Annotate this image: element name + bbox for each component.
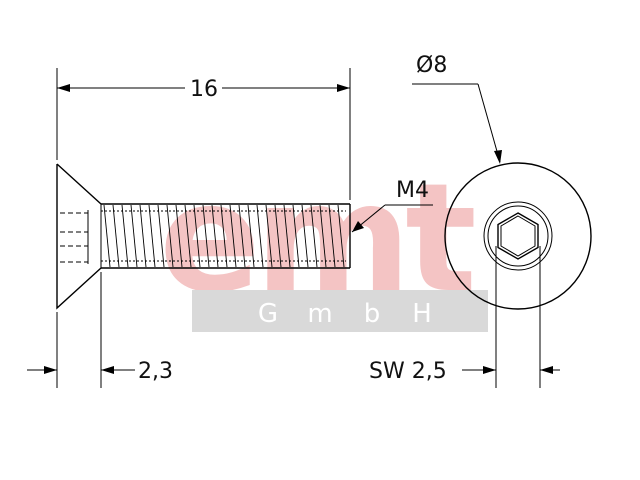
thread-callout: M4 (351, 178, 433, 233)
thread-line (202, 204, 210, 268)
watermark-letter-g: G (258, 299, 278, 329)
thread-line (319, 204, 327, 268)
thread-line (238, 204, 246, 268)
thread-line (184, 204, 192, 268)
thread-line (139, 204, 147, 268)
thread-line (328, 204, 336, 268)
thread-line (310, 204, 318, 268)
length-label: 16 (190, 77, 218, 102)
screw-head (56, 163, 102, 310)
head-end-view (444, 162, 592, 310)
thread-line (148, 204, 156, 268)
dimension-length: 16 (56, 68, 351, 200)
dimension-head-height: 2,3 (27, 272, 173, 388)
watermark-letter-h: H (412, 299, 432, 329)
watermark-band (192, 290, 488, 332)
thread-line (274, 204, 282, 268)
watermark-logo: emt G m b H (159, 152, 488, 332)
screw-shank (101, 203, 351, 269)
thread-line (103, 204, 111, 268)
thread-line (175, 204, 183, 268)
thread-line (337, 204, 345, 268)
thread-line (157, 204, 165, 268)
thread-line (121, 204, 129, 268)
thread-line (193, 204, 201, 268)
thread-line (166, 204, 174, 268)
thread-line (301, 204, 309, 268)
thread-line (292, 204, 300, 268)
dimension-socket: SW 2,5 (369, 246, 560, 388)
thread-line (229, 204, 237, 268)
thread-line (265, 204, 273, 268)
thread-line (283, 204, 291, 268)
thread-label: M4 (396, 178, 429, 203)
socket-label: SW 2,5 (369, 359, 447, 384)
thread-line (211, 204, 219, 268)
thread-line (112, 204, 120, 268)
watermark-letter-m: m (307, 299, 332, 329)
diameter-callout: Ø8 (412, 53, 502, 164)
head-height-label: 2,3 (138, 359, 173, 384)
watermark-letter-b: b (364, 299, 381, 329)
diameter-label: Ø8 (416, 53, 447, 78)
thread-line (130, 204, 138, 268)
thread-line (256, 204, 264, 268)
thread-line (220, 204, 228, 268)
thread-line (247, 204, 255, 268)
